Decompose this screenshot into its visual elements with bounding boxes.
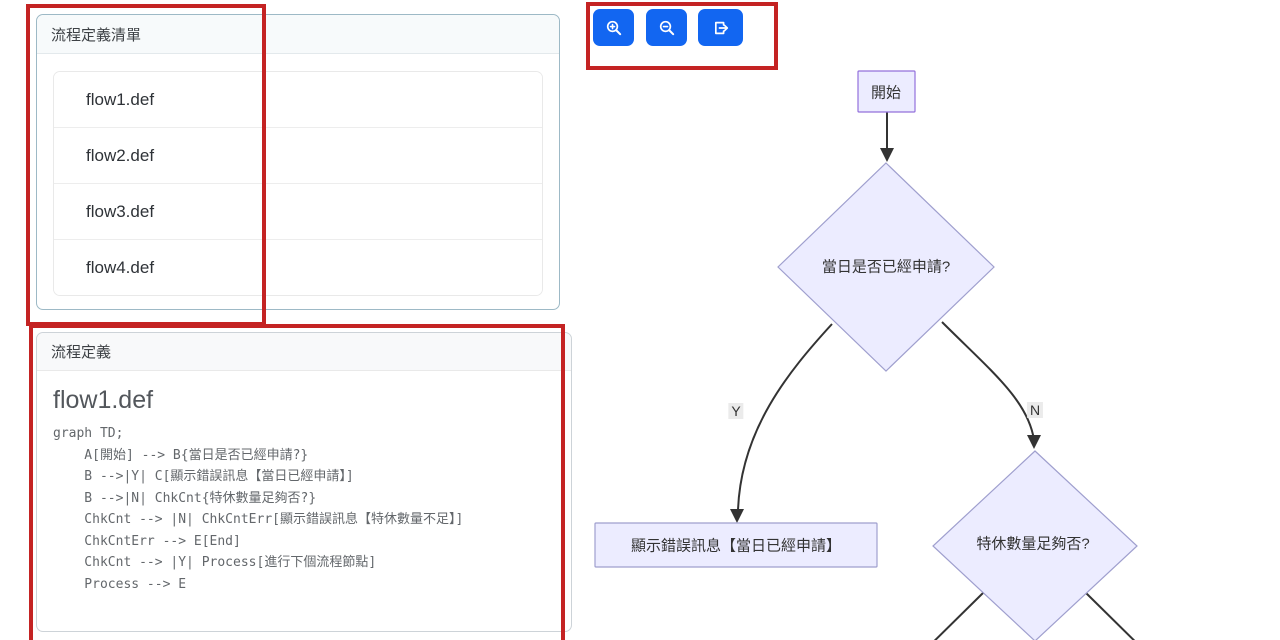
start-node-shape	[857, 70, 916, 113]
zoom-out-icon	[659, 20, 674, 35]
edge-yes	[737, 323, 833, 511]
export-icon	[714, 21, 728, 34]
zoom-in-button[interactable]	[593, 9, 634, 46]
error1-node-label: 顯示錯誤訊息【當日已經申請】	[630, 537, 842, 555]
definition-code: graph TD; A[開始] --> B{當日是否已經申請?} B -->|Y…	[53, 426, 464, 592]
decision2-node-label: 特休數量足夠否?	[976, 535, 1090, 553]
edge-label-yes: Y	[728, 403, 744, 419]
flow-list-item-flow2[interactable]: flow2.def	[54, 128, 542, 184]
flow-list-item-label: flow1.def	[86, 89, 155, 109]
flow-list-item-label: flow2.def	[86, 145, 155, 165]
error1-node-shape	[594, 522, 878, 568]
arrowhead-error1	[730, 509, 744, 523]
flow-list-panel-header: 流程定義清單	[37, 15, 559, 54]
flow-definition-panel-header: 流程定義	[37, 333, 571, 371]
flow-list-panel-title: 流程定義清單	[51, 26, 142, 44]
flow-definition-panel-title: 流程定義	[51, 344, 112, 361]
flow-list: flow1.def flow2.def flow3.def flow4.def	[53, 71, 543, 296]
decision2-node-shape	[932, 450, 1138, 640]
flow-list-panel: 流程定義清單 flow1.def flow2.def flow3.def flo…	[36, 14, 560, 310]
flow-list-item-flow3[interactable]: flow3.def	[54, 184, 542, 240]
zoom-out-button[interactable]	[646, 9, 687, 46]
arrowhead-decision2	[1027, 435, 1041, 449]
start-node-label: 開始	[870, 84, 902, 102]
edge-decision2-left	[933, 591, 985, 640]
zoom-in-icon	[606, 20, 621, 35]
edge-label-no: N	[1026, 402, 1044, 418]
decision1-node-label: 當日是否已經申請?	[821, 258, 951, 276]
flow-list-item-label: flow3.def	[86, 201, 155, 221]
export-button[interactable]	[698, 9, 743, 46]
flow-list-item-label: flow4.def	[86, 257, 155, 277]
arrowhead-decision1	[880, 148, 894, 162]
flow-list-item-flow1[interactable]: flow1.def	[54, 72, 542, 128]
flow-definition-panel: 流程定義 flow1.def graph TD; A[開始] --> B{當日是…	[36, 332, 572, 632]
edge-decision2-right	[1084, 591, 1136, 640]
edge-no	[941, 321, 1035, 441]
flow-list-item-flow4[interactable]: flow4.def	[54, 240, 542, 295]
definition-file-name: flow1.def	[53, 386, 154, 414]
decision1-node-shape	[777, 162, 995, 372]
